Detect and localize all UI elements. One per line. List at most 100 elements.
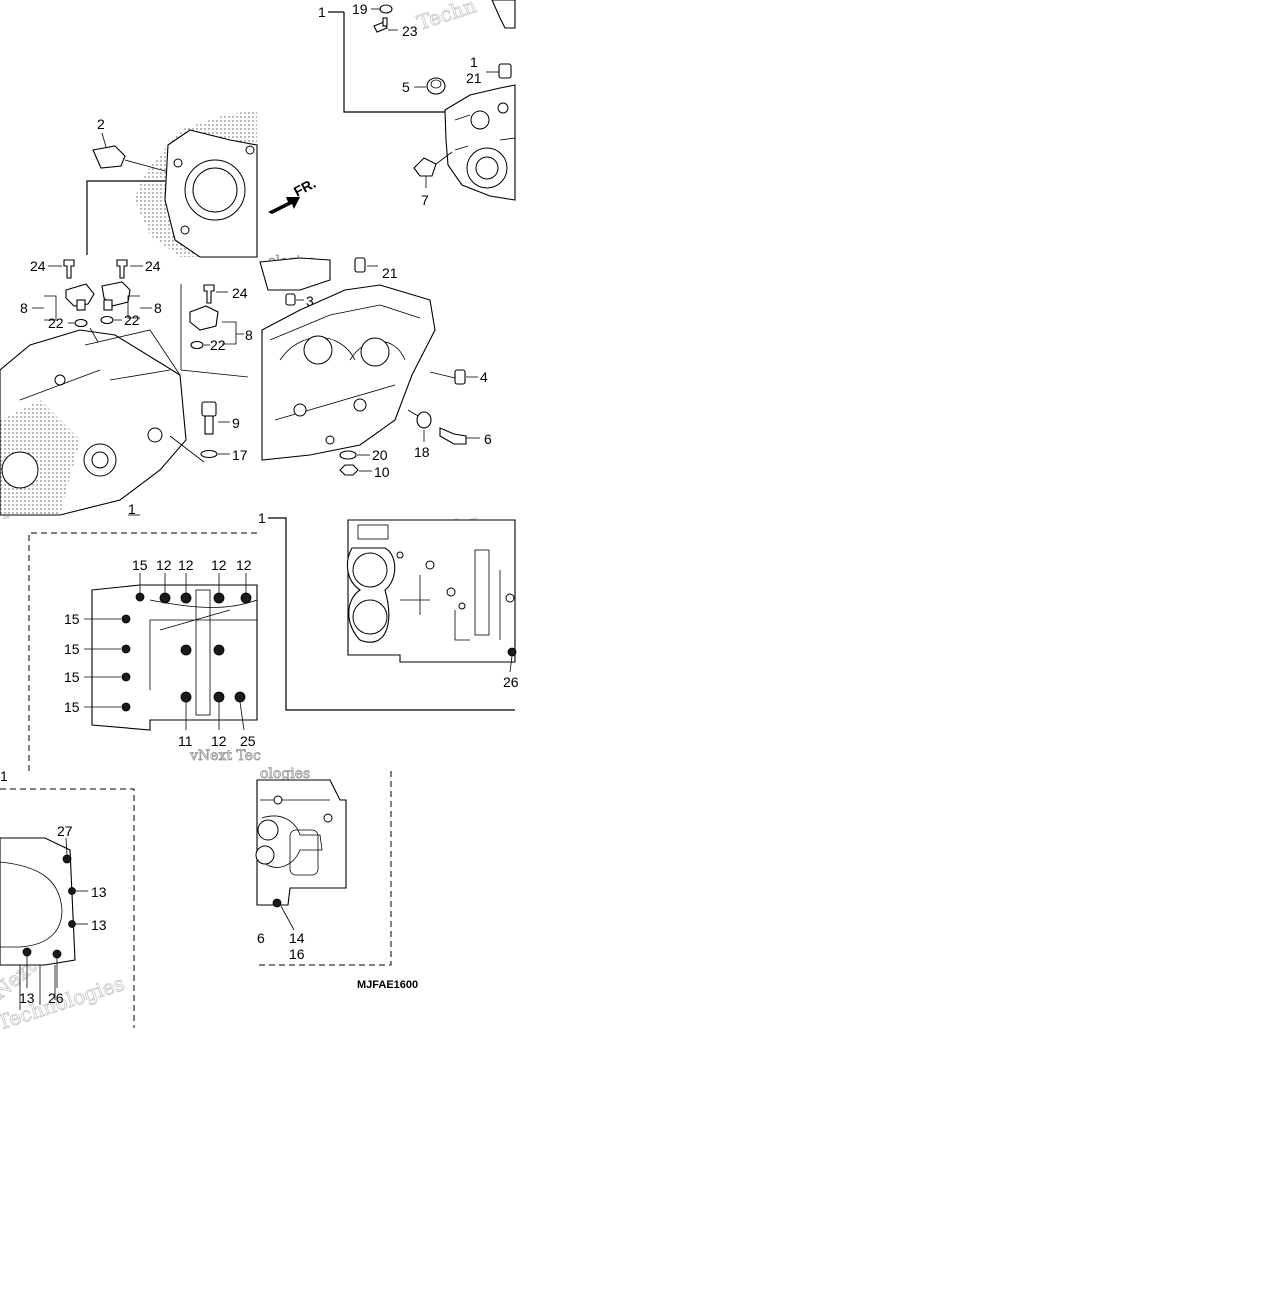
callout-3: 3 <box>306 293 314 309</box>
bolt-12 <box>213 644 225 656</box>
callout-6b: 6 <box>257 930 265 946</box>
dowel-21 <box>354 257 366 273</box>
tile-cylinder-block: 2 FR. <box>86 110 318 258</box>
callout-5: 5 <box>402 79 410 95</box>
callout-17: 17 <box>232 447 248 463</box>
o-ring-22 <box>100 315 114 325</box>
dowel-21 <box>498 63 512 79</box>
bolt-24 <box>63 259 75 279</box>
bolt-15 <box>121 644 131 654</box>
bolt-12 <box>180 644 192 656</box>
callout-12a: 12 <box>156 557 172 573</box>
bolt-12 <box>240 592 252 604</box>
tile-bolt-pattern-side: 1 27 13 13 13 26 <box>0 768 135 1028</box>
dowel-4 <box>454 369 466 385</box>
callout-18: 18 <box>414 444 430 460</box>
washer-19 <box>379 4 393 14</box>
tile-cylinder-pattern: 1 26 <box>258 510 519 711</box>
callout-13c: 13 <box>19 990 35 1006</box>
bolt-12 <box>213 691 225 703</box>
washer-18 <box>416 411 432 429</box>
callout-14: 14 <box>289 930 305 946</box>
tile-crankcase-bottom: 6 14 16 <box>255 771 392 966</box>
callout-1: 1 <box>318 4 326 20</box>
callout-21: 21 <box>466 70 482 86</box>
watermark-text: Techn <box>414 0 479 35</box>
callout-20: 20 <box>372 447 388 463</box>
washer-17 <box>200 449 218 459</box>
callout-12e: 12 <box>211 733 227 749</box>
sensor-8 <box>65 283 95 307</box>
bolt-26 <box>52 949 62 959</box>
callout-1c: 1 <box>128 501 136 517</box>
bolt-24 <box>116 259 128 279</box>
crankcase-lower-half-outline <box>91 584 258 731</box>
callout-12d: 12 <box>236 557 252 573</box>
crankcase-upper-half <box>261 284 436 461</box>
tile-sensors-left: 24 24 8 8 22 22 24 8 22 <box>0 258 253 517</box>
callout-24c: 24 <box>232 285 248 301</box>
callout-26a: 26 <box>503 674 519 690</box>
bolt-15 <box>135 592 145 602</box>
callout-15a: 15 <box>132 557 148 573</box>
diagram-reference-code: MJFAE1600 <box>357 979 418 991</box>
leader-bracket <box>343 12 445 113</box>
callout-24a: 24 <box>30 258 46 274</box>
callout-8a: 8 <box>20 300 28 316</box>
tile-crankcase-rear: 1 19 23 1 21 5 7 <box>318 0 516 208</box>
callout-7: 7 <box>421 192 429 208</box>
sensor-9 <box>201 401 217 417</box>
bolt-27 <box>62 854 72 864</box>
callout-9: 9 <box>232 415 240 431</box>
callout-15c: 15 <box>64 641 80 657</box>
crankcase-bottom-outline <box>256 779 347 906</box>
callout-1b: 1 <box>470 54 478 70</box>
callout-23: 23 <box>402 23 418 39</box>
callout-15e: 15 <box>64 699 80 715</box>
callout-4: 4 <box>480 369 488 385</box>
bolt-15 <box>121 672 131 682</box>
o-ring-22 <box>190 340 204 350</box>
sensor-6 <box>439 427 467 445</box>
front-direction-label: FR. <box>291 175 318 200</box>
callout-1d: 1 <box>258 510 266 526</box>
callout-22b: 22 <box>124 312 140 328</box>
tile-bolt-pattern-left: 15 12 12 12 12 15 15 15 15 <box>28 532 258 771</box>
bolt-24 <box>203 284 215 304</box>
callout-15d: 15 <box>64 669 80 685</box>
bolt-15 <box>121 614 131 624</box>
callout-16: 16 <box>289 946 305 962</box>
callout-26b: 26 <box>48 990 64 1006</box>
callout-13a: 13 <box>91 884 107 900</box>
callout-22a: 22 <box>48 315 64 331</box>
tile-crankcase-upper: 21 3 4 18 6 20 10 <box>259 257 492 480</box>
bolt-13 <box>22 947 32 957</box>
callout-6: 6 <box>484 431 492 447</box>
callout-12c: 12 <box>211 557 227 573</box>
callout-12b: 12 <box>178 557 194 573</box>
bolt-25 <box>234 691 246 703</box>
bolt-12 <box>159 592 171 604</box>
callout-2: 2 <box>97 116 105 132</box>
callout-11: 11 <box>178 733 193 749</box>
bolt-12 <box>180 592 192 604</box>
sensor-plate-2 <box>92 145 126 169</box>
crankcase-side-outline <box>0 837 76 966</box>
callout-24b: 24 <box>145 258 161 274</box>
nut-10 <box>339 464 359 476</box>
callout-21b: 21 <box>382 265 398 281</box>
bolt-26 <box>507 647 517 657</box>
callout-15b: 15 <box>64 611 80 627</box>
callout-27: 27 <box>57 823 73 839</box>
front-direction-arrow <box>268 197 300 214</box>
callout-19: 19 <box>352 1 368 17</box>
bolt-11 <box>180 691 192 703</box>
bolt-13 <box>68 920 76 928</box>
bolt-12 <box>213 592 225 604</box>
watermark-text: vNext Tec <box>189 748 261 764</box>
o-ring-22 <box>74 318 88 328</box>
bolt-14 <box>272 898 282 908</box>
dowel-3 <box>285 293 296 306</box>
